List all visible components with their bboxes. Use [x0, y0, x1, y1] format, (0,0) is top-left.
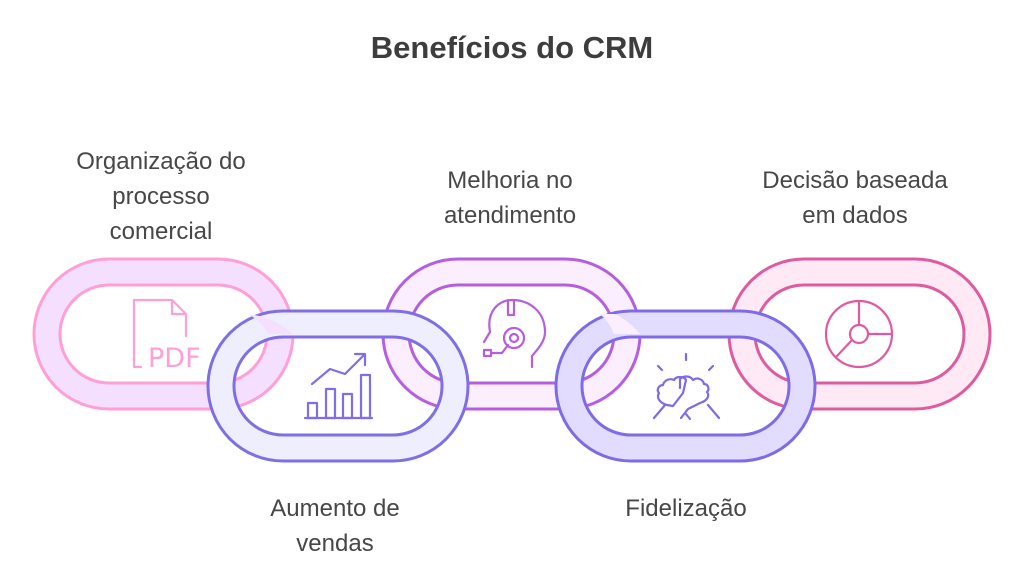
label-line: vendas — [296, 530, 374, 557]
label-aumento-vendas: Aumento de vendas — [205, 491, 465, 561]
label-line: Aumento de — [270, 495, 400, 522]
label-line: atendimento — [443, 202, 577, 229]
chain-link-2 — [206, 309, 470, 463]
label-fidelizacao: Fidelização — [556, 491, 816, 526]
label-line: Decisão baseada — [762, 167, 948, 194]
label-organizacao: Organização do processo comercial — [31, 144, 291, 249]
chain-link-5 — [727, 257, 992, 411]
customer-support-headset-icon — [482, 298, 547, 369]
pdf-document-icon: PDF — [132, 298, 201, 374]
label-decisao-dados: Decisão baseada em dados — [725, 163, 985, 233]
label-line: Fidelização — [625, 495, 747, 522]
label-line: Melhoria no — [447, 167, 573, 194]
label-line: processo — [112, 183, 210, 210]
label-line: Organização do — [76, 148, 246, 175]
label-line: em dados — [802, 202, 908, 229]
label-melhoria-atendimento: Melhoria no atendimento — [380, 163, 640, 233]
handshake-icon — [652, 352, 721, 421]
growth-chart-icon — [303, 352, 374, 420]
pie-chart-icon — [824, 299, 894, 369]
diagram-title: Benefícios do CRM — [370, 30, 654, 65]
svg-text:PDF: PDF — [148, 343, 201, 374]
chain-link-4 — [554, 309, 817, 463]
label-line: comercial — [109, 218, 213, 245]
